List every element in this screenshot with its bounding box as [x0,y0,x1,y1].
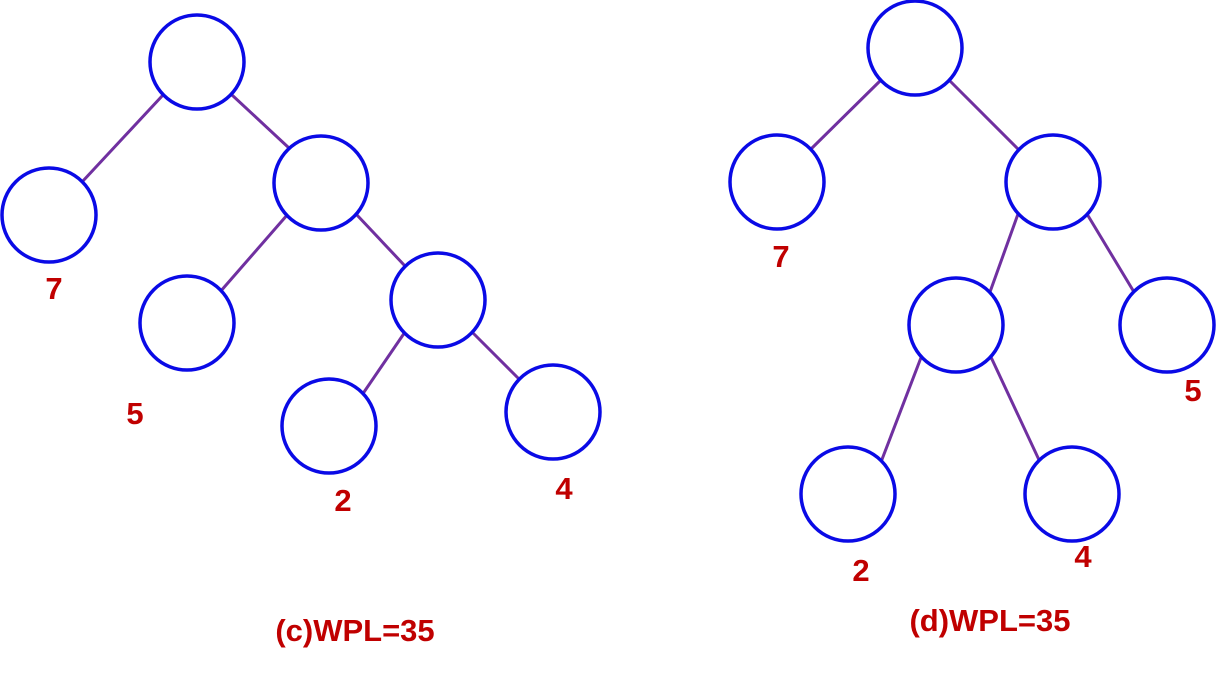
tree-d-weight-label: 5 [1184,373,1201,408]
tree-d: 7 5 2 4 (d)WPL=35 [728,0,1216,638]
tree-d-edge-internal1-internal2 [988,213,1020,293]
tree-c-weight-label: 5 [126,396,143,431]
tree-d-leaf-node [728,133,826,231]
tree-c-weight-label: 7 [45,271,62,306]
tree-d-leaf-node [799,445,897,543]
tree-c-edge-internal2-leaf2 [360,331,407,396]
tree-c-root-node [148,13,246,111]
tree-c-leaf-node [0,166,98,264]
tree-c-leaf-node [138,274,236,372]
tree-c-leaf-node [280,377,378,475]
tree-d-edge-internal1-leaf5 [1085,213,1136,293]
tree-d-weight-label: 4 [1074,539,1092,574]
tree-c-edge-internal1-leaf5 [218,213,290,293]
tree-c-edge-internal2-leaf4 [470,330,522,382]
tree-c-leaf-node [504,363,602,461]
tree-d-edge-internal2-leaf2 [879,354,924,463]
tree-c-weight-label: 2 [334,483,351,518]
tree-c-edge-root-internal1 [230,93,291,150]
tree-d-leaf-node [1118,276,1216,374]
tree-c-weight-label: 4 [555,471,573,506]
tree-c-edge-internal1-internal2 [354,212,407,268]
tree-c-internal-node [389,251,487,349]
tree-d-internal-node [1004,133,1102,231]
tree-d-leaf-node [1023,445,1121,543]
tree-d-edge-root-leaf7 [808,78,883,152]
tree-c-internal-node [272,134,370,232]
tree-d-weight-label: 2 [852,553,869,588]
tree-c: 7 5 2 4 (c)WPL=35 [0,13,602,648]
tree-d-root-node [866,0,964,97]
tree-d-weight-label: 7 [772,239,789,274]
tree-d-caption: (d)WPL=35 [909,603,1070,638]
tree-d-edge-internal2-leaf4 [988,354,1042,463]
tree-d-internal-node [907,276,1005,374]
tree-d-edge-root-internal1 [947,78,1021,152]
tree-c-caption: (c)WPL=35 [275,613,434,648]
tree-c-edge-root-leaf7 [80,93,165,184]
